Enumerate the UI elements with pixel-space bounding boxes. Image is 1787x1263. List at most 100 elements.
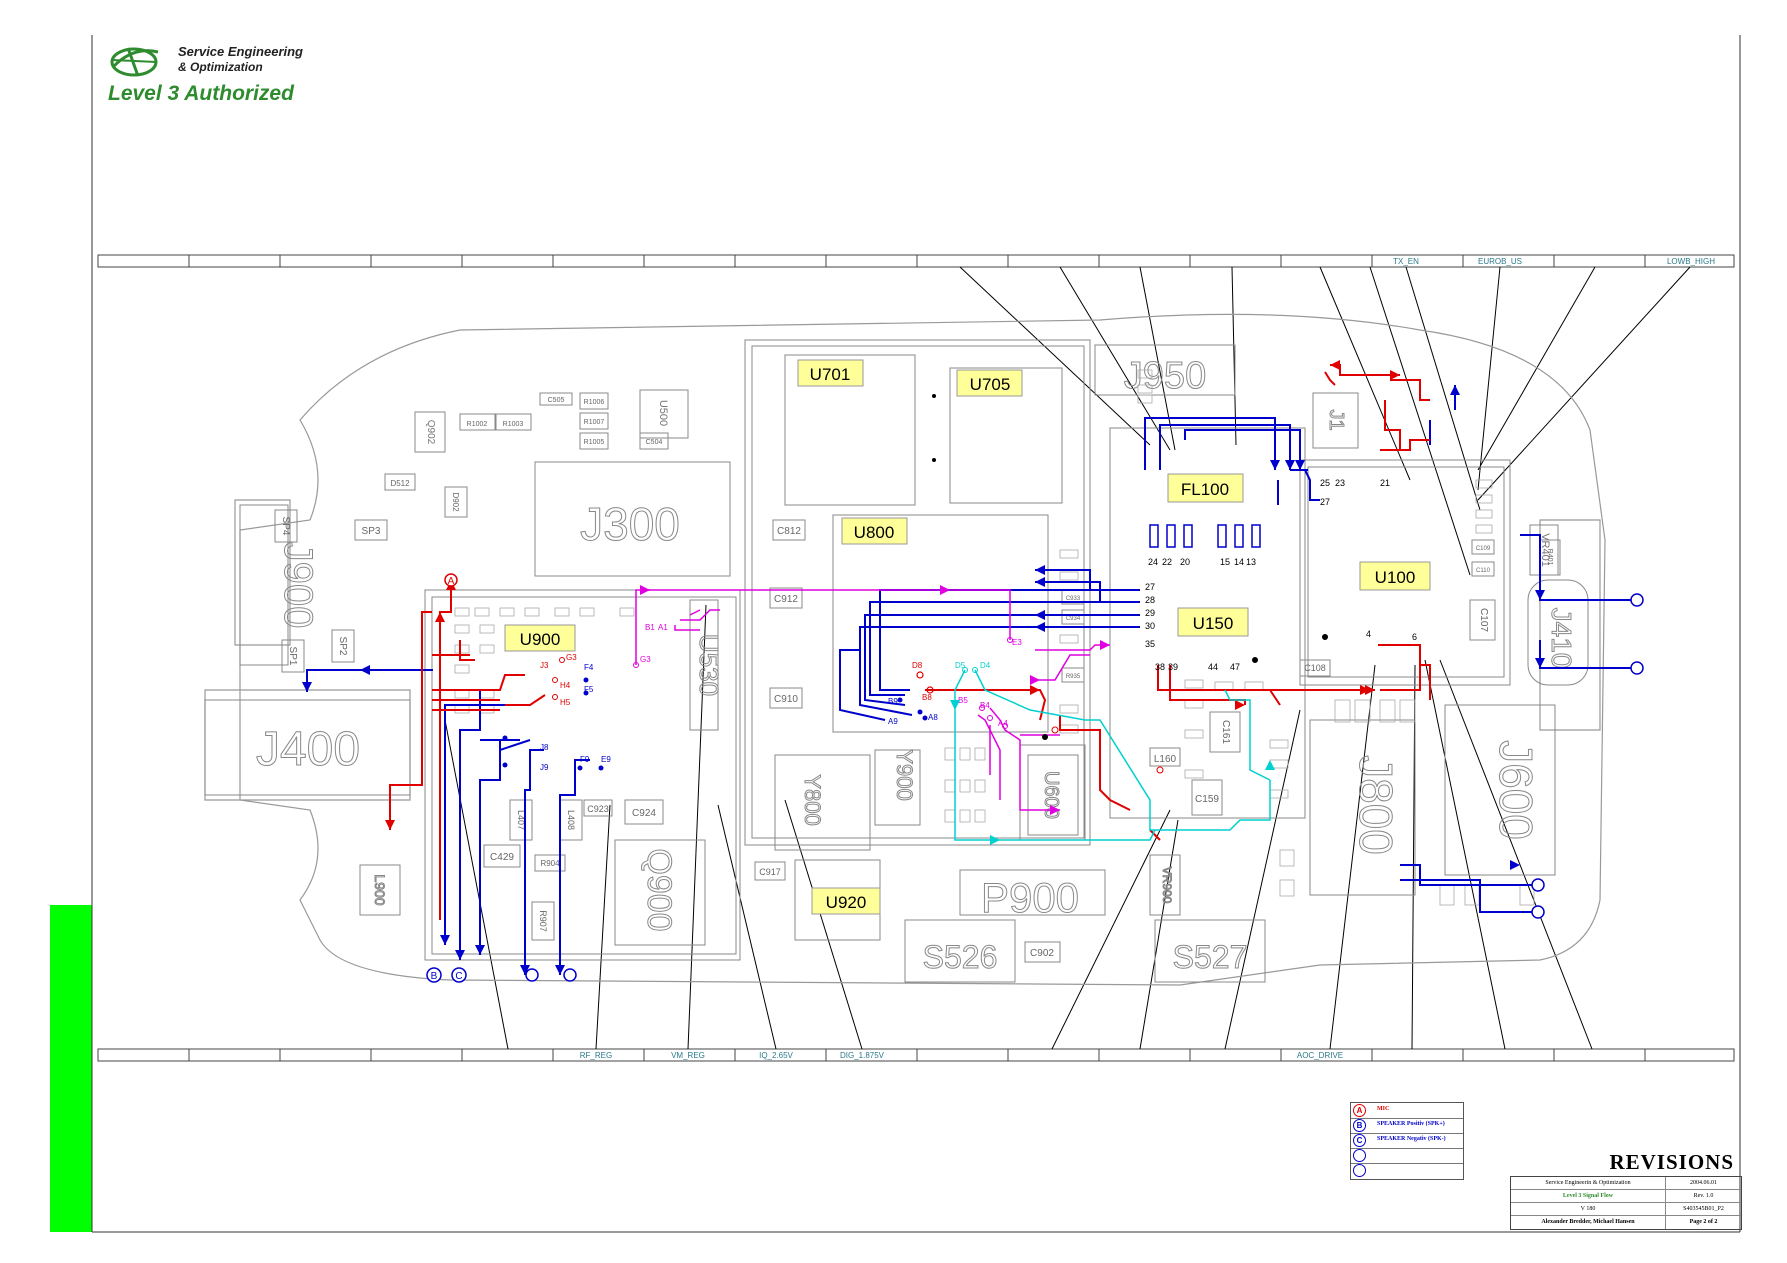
svg-text:Y900: Y900: [892, 749, 917, 800]
logo-text-line3: Level 3 Authorized: [108, 82, 294, 105]
svg-text:D4: D4: [980, 661, 991, 670]
component-c161: C161: [1209, 711, 1241, 753]
component-u530: L900: [359, 864, 401, 916]
svg-text:A: A: [448, 576, 455, 587]
svg-text:C110: C110: [1476, 568, 1491, 574]
legend-spk-positive-symbol: B: [1353, 1119, 1366, 1132]
component-s527: S527: [1154, 919, 1266, 983]
svg-text:27: 27: [1145, 582, 1155, 592]
svg-text:C902: C902: [1030, 948, 1054, 959]
svg-text:P900: P900: [981, 874, 1079, 921]
rev-authors: Alexander Bredder, Michael Hansen: [1511, 1216, 1666, 1229]
svg-text:U600: U600: [1040, 771, 1062, 819]
svg-text:C429: C429: [490, 852, 514, 863]
legend-empty-symbol-2: [1353, 1164, 1366, 1177]
component-s526: S526: [904, 919, 1016, 983]
svg-text:J9: J9: [540, 763, 549, 772]
svg-text:B: B: [431, 971, 438, 982]
component-vr900: VR900: [1149, 854, 1181, 916]
rev-company: Service Engineerin & Optimization: [1511, 1177, 1666, 1190]
component-j400: J400: [204, 699, 411, 796]
component-j900: J900: [239, 504, 321, 666]
component-j950: J950: [1094, 344, 1236, 398]
svg-text:C108: C108: [1304, 663, 1326, 673]
svg-text:C923: C923: [587, 804, 609, 814]
svg-text:J950: J950: [1124, 355, 1206, 397]
svg-text:SP3: SP3: [362, 526, 381, 537]
top-leader-lines: [959, 266, 1691, 576]
bottom-label-rf-reg: RF_REG: [580, 1051, 612, 1060]
magenta-test-labels: E3 G3 B1 A1 B5 B4 A4: [640, 623, 1022, 728]
svg-text:14: 14: [1234, 557, 1244, 567]
legend-spk-negative-symbol: C: [1353, 1134, 1366, 1147]
svg-text:H4: H4: [560, 681, 571, 690]
legend-row-spk-negative: C SPEAKER Negativ (SPK-): [1351, 1133, 1463, 1149]
fl100-pins: [1149, 524, 1261, 548]
component-u600: Y900: [892, 749, 918, 801]
component-p900: P900: [959, 869, 1106, 922]
svg-text:C107: C107: [1478, 608, 1489, 632]
svg-text:R1007: R1007: [584, 419, 605, 426]
svg-text:D902: D902: [451, 492, 460, 512]
blue-arrowheads: [302, 385, 1545, 975]
svg-text:L408: L408: [566, 810, 576, 830]
svg-text:B9: B9: [888, 697, 898, 706]
svg-text:J410: J410: [1546, 608, 1577, 669]
svg-text:B4: B4: [980, 701, 990, 710]
component-j410: J410: [1527, 579, 1589, 686]
svg-text:B1: B1: [645, 623, 655, 632]
svg-text:C910: C910: [774, 694, 798, 705]
svg-text:F9: F9: [580, 755, 590, 764]
legend-spk-positive-label: SPEAKER Positiv (SPK+): [1377, 1121, 1445, 1127]
svg-text:C924: C924: [632, 808, 656, 819]
svg-text:C812: C812: [777, 526, 801, 537]
svg-text:22: 22: [1162, 557, 1172, 567]
component-y800: U600: [1027, 754, 1079, 836]
connector-c: C: [451, 967, 467, 983]
cyan-traces: [954, 669, 1271, 841]
cyan-test-labels: D5 D4: [955, 661, 991, 670]
component-j1: J1: [1312, 392, 1359, 449]
signal-legend: A MIC B SPEAKER Positiv (SPK+) C SPEAKER…: [1350, 1102, 1464, 1180]
red-test-labels: D8 B8 G3 H4 H5 J3: [540, 653, 932, 707]
label-u705: U705: [956, 369, 1023, 397]
svg-text:D512: D512: [390, 479, 410, 488]
svg-text:28: 28: [1145, 595, 1155, 605]
svg-text:D5: D5: [955, 661, 966, 670]
magenta-test-points: [633, 637, 1013, 729]
blue-terminators: [525, 593, 1644, 982]
svg-text:C: C: [455, 971, 462, 982]
svg-text:U900: U900: [520, 630, 561, 649]
bottom-label-vm-reg: VM_REG: [671, 1051, 705, 1060]
svg-text:Y800: Y800: [800, 774, 825, 825]
globe-logo-icon: [110, 47, 159, 77]
svg-text:J8: J8: [540, 743, 549, 752]
svg-text:4: 4: [1366, 629, 1371, 639]
svg-text:U150: U150: [1193, 614, 1234, 633]
svg-text:R907: R907: [538, 910, 548, 932]
svg-text:G3: G3: [566, 653, 577, 662]
svg-text:R401: R401: [1546, 549, 1553, 566]
label-u900: U900: [504, 624, 576, 652]
legend-mic-symbol: A: [1353, 1104, 1366, 1117]
small-components: SP4 SP3 SP2 SP1 R1002 R1003 R1006 R1007 …: [274, 392, 1561, 963]
svg-text:E3: E3: [1012, 638, 1022, 647]
svg-text:S527: S527: [1173, 939, 1248, 975]
svg-text:J1: J1: [1325, 409, 1347, 430]
svg-text:SP1: SP1: [287, 647, 298, 666]
side-color-bar: [50, 905, 92, 1232]
revisions-block: REVISIONS Service Engineerin & Optimizat…: [1510, 1150, 1742, 1230]
svg-text:20: 20: [1180, 557, 1190, 567]
svg-text:24: 24: [1148, 557, 1158, 567]
svg-text:25: 25: [1320, 478, 1330, 488]
legend-row-empty-2: [1351, 1163, 1463, 1178]
label-u100: U100: [1359, 561, 1431, 591]
svg-text:C934: C934: [1066, 616, 1081, 622]
svg-text:E9: E9: [601, 755, 611, 764]
connector-b: B: [426, 967, 442, 983]
svg-text:29: 29: [1145, 608, 1155, 618]
svg-text:F4: F4: [584, 663, 594, 672]
svg-text:30: 30: [1145, 621, 1155, 631]
revisions-table: Service Engineerin & Optimization 2004.0…: [1510, 1176, 1742, 1230]
component-c107: C107: [1469, 599, 1496, 641]
